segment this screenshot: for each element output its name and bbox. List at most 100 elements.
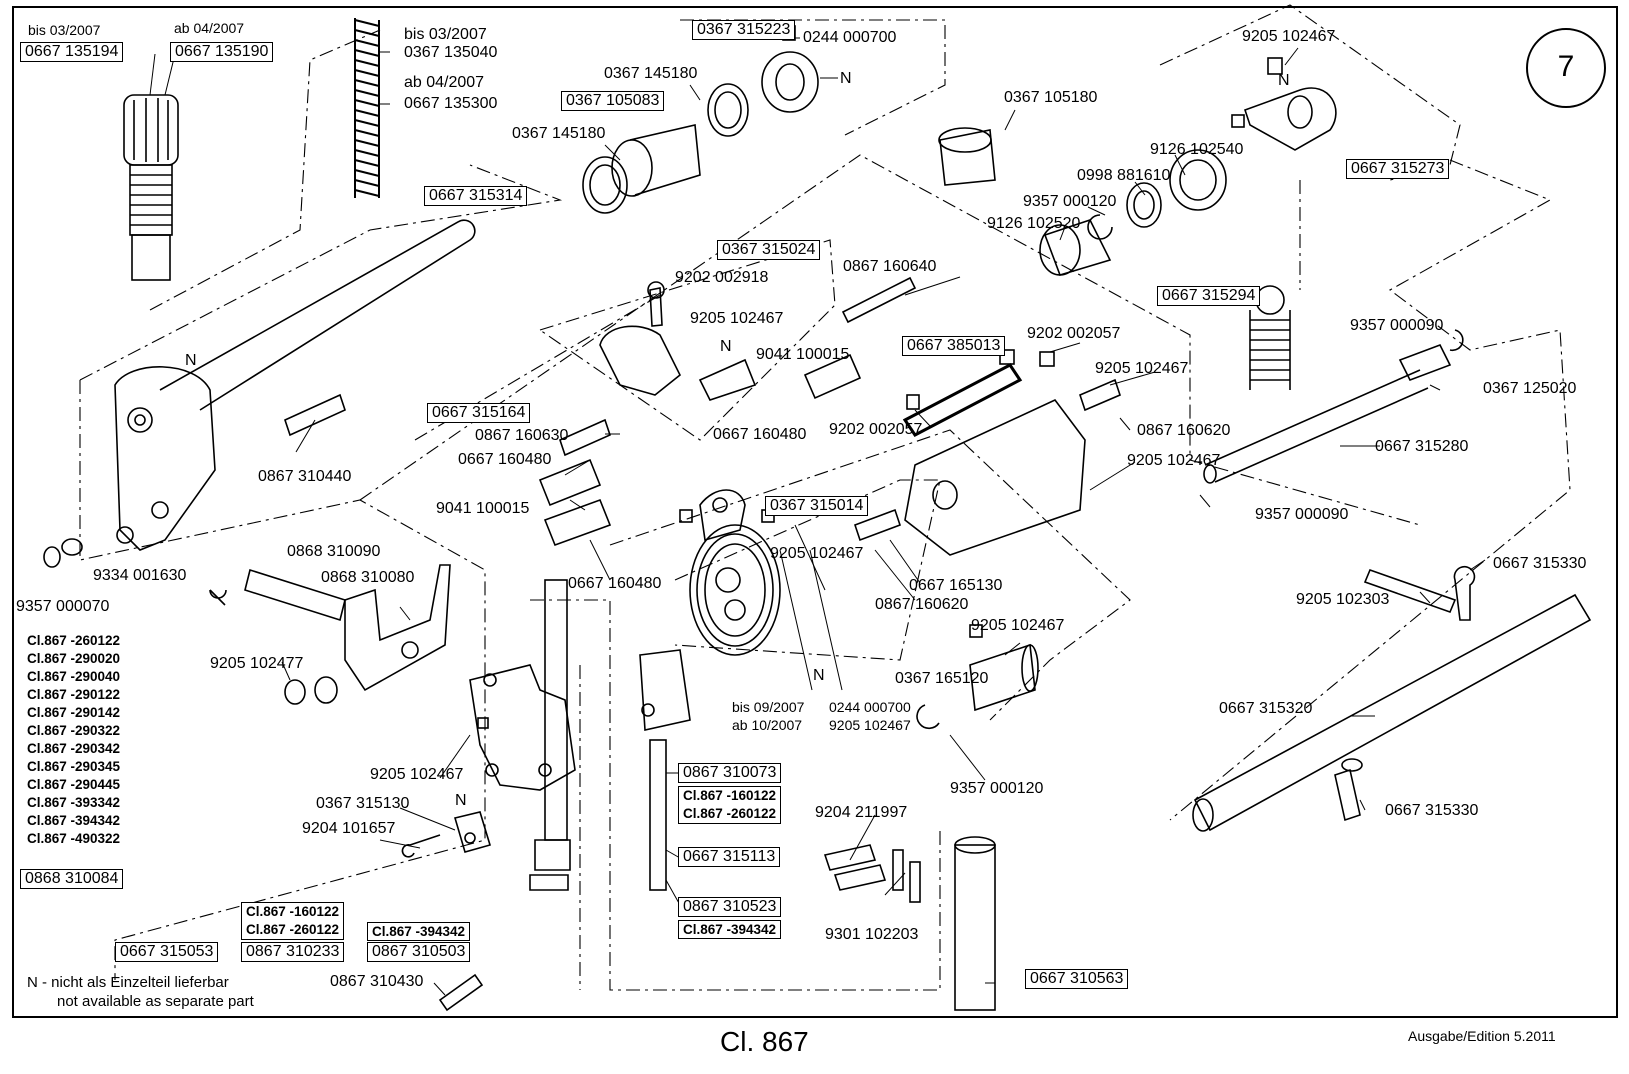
- class-code: Cl.867 -160122: [246, 904, 340, 919]
- class-list-item: Cl.867 -290445: [27, 777, 121, 792]
- part-label: 0667 315320: [1219, 700, 1313, 717]
- cam-disc-part: [679, 489, 781, 656]
- part-label: 0244 000700: [803, 29, 897, 46]
- class-list-item: Cl.867 -290342: [27, 741, 121, 756]
- part-number-box: 0667 310563: [1025, 969, 1129, 989]
- part-label: 9205 102467: [1242, 28, 1336, 45]
- part-number-box: 0367 315024: [717, 240, 821, 260]
- part-number-box: 0667 315294: [1157, 286, 1261, 306]
- footer-title: Cl. 867: [720, 1026, 809, 1057]
- class-list-item: Cl.867 -393342: [27, 795, 121, 810]
- part-number-box: 0867 310503: [367, 942, 471, 962]
- part-label: 0867 160620: [875, 596, 969, 613]
- part-label: 9205 102467: [690, 310, 784, 327]
- class-list-item: Cl.867 -394342: [27, 813, 121, 828]
- part-label: 0367 135040: [404, 44, 498, 61]
- part-label: 0244 000700: [829, 699, 911, 715]
- part-label: 9126 102520: [987, 215, 1081, 232]
- leader-lines: [149, 37, 1486, 996]
- class-list-item: Cl.867 -260122: [27, 633, 121, 648]
- tension-spring-right: [1249, 285, 1291, 390]
- bushings-top: [582, 25, 1227, 276]
- part-label: 0667 315330: [1493, 555, 1587, 572]
- part-number-box: 0867 310523: [678, 897, 782, 917]
- part-label: 9357 000120: [1023, 193, 1117, 210]
- lever-shaft-part: [114, 219, 476, 551]
- part-number-box: 0667 315053: [115, 942, 219, 962]
- part-label: 9205 102477: [210, 655, 304, 672]
- part-label: 9202 002057: [829, 421, 923, 438]
- part-label: 0868 310080: [321, 569, 415, 586]
- part-number-box: 0667 315113: [678, 847, 781, 867]
- part-label: 9205 102467: [971, 617, 1065, 634]
- part-label: 0667 165130: [909, 577, 1003, 594]
- vertical-rod-part: [639, 649, 691, 891]
- part-label: 0867 310430: [330, 973, 424, 990]
- part-label: 0667 135300: [404, 95, 498, 112]
- part-label: 0367 145180: [512, 125, 606, 142]
- not-available-mark: N: [840, 70, 852, 87]
- part-label: 0667 315330: [1385, 802, 1479, 819]
- part-label: 9301 102203: [825, 926, 919, 943]
- not-available-mark: N: [185, 352, 197, 369]
- part-label: 0667 160480: [568, 575, 662, 592]
- part-label: 0667 315280: [1375, 438, 1469, 455]
- class-list-item: Cl.867 -290345: [27, 759, 121, 774]
- shaft-lower-right: [1192, 565, 1592, 832]
- class-list-item: Cl.867 -290322: [27, 723, 121, 738]
- not-available-mark: N: [1278, 72, 1290, 89]
- pin-lower: [438, 973, 484, 1012]
- vertical-post-part: [954, 836, 996, 1011]
- date-note: bis 03/2007: [404, 26, 487, 43]
- part-label: 9334 001630: [93, 567, 187, 584]
- part-label: 0367 125020: [1483, 380, 1577, 397]
- not-available-mark: N: [813, 667, 825, 684]
- part-label: 9357 000090: [1350, 317, 1444, 334]
- part-label: 0867 160620: [1137, 422, 1231, 439]
- not-available-mark: N: [455, 792, 467, 809]
- edition-label: Ausgabe/Edition 5.2011: [1408, 1028, 1556, 1044]
- part-label: 9205 102467: [770, 545, 864, 562]
- part-label: 9202 002918: [675, 269, 769, 286]
- page-number-badge: 7: [1526, 28, 1606, 108]
- part-label: 0667 160480: [458, 451, 552, 468]
- class-list-item: Cl.867 -290020: [27, 651, 121, 666]
- part-label: 9205 102467: [1095, 360, 1189, 377]
- class-box: Cl.867 -394342: [678, 920, 782, 939]
- part-label: 9205 102467: [1127, 452, 1221, 469]
- part-label: 9205 102467: [829, 717, 911, 733]
- screws-lower: [823, 844, 921, 903]
- class-code: Cl.867 -260122: [683, 806, 777, 821]
- note-line: not available as separate part: [57, 993, 254, 1010]
- part-label: 9041 100015: [756, 346, 850, 363]
- part-label: 9357 000070: [16, 598, 110, 615]
- class-list: Cl.867 -260122 Cl.867 -290020 Cl.867 -29…: [27, 632, 120, 848]
- part-number-box: 0868 310084: [20, 869, 124, 889]
- part-number-box: 0667 135190: [170, 42, 274, 62]
- part-number-box: 0867 310233: [241, 942, 345, 962]
- part-number-box: 0867 310073: [678, 763, 782, 783]
- part-label: 0367 315130: [316, 795, 410, 812]
- part-label: 0367 165120: [895, 670, 989, 687]
- part-label: 0867 160630: [475, 427, 569, 444]
- class-list-item: Cl.867 -290040: [27, 669, 121, 684]
- part-number-box: 0667 315314: [424, 186, 528, 206]
- legend-note: N - nicht als Einzelteil lieferbar not a…: [27, 973, 254, 1011]
- thread-knob-part: [123, 94, 179, 281]
- part-number-box: 0367 105083: [561, 91, 665, 111]
- class-box: Cl.867 -394342: [367, 922, 471, 941]
- date-note: bis 09/2007: [732, 699, 805, 715]
- part-label: 9204 101657: [302, 820, 396, 837]
- part-label: 9205 102467: [370, 766, 464, 783]
- class-list-item: Cl.867 -290122: [27, 687, 121, 702]
- link-plate: [401, 811, 492, 858]
- drawing-frame: [12, 6, 1618, 1018]
- part-number-box: 0667 315273: [1346, 159, 1450, 179]
- part-number-box: 0367 315223: [692, 20, 796, 40]
- lower-mechanism-part: [469, 579, 576, 891]
- part-number-box: 0667 135194: [20, 42, 124, 62]
- date-note: ab 10/2007: [732, 717, 803, 733]
